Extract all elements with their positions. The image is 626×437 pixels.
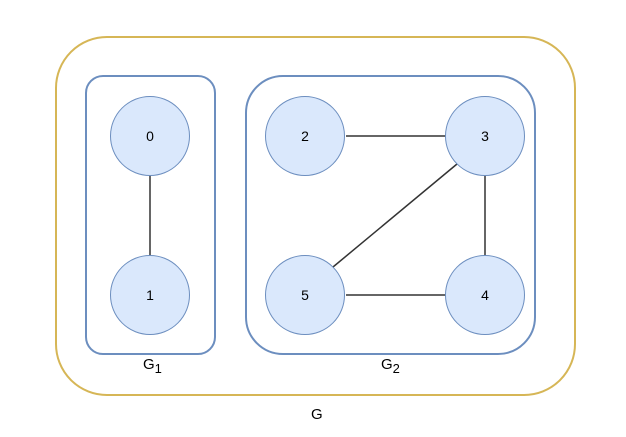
- node-4-label: 4: [481, 287, 489, 303]
- node-2-label: 2: [301, 128, 309, 144]
- group-g2-label: G2: [381, 356, 400, 376]
- group-g2-label-subscript: 2: [392, 361, 400, 376]
- edge-3-5: [332, 163, 458, 268]
- group-g2-label-base: G: [381, 356, 393, 373]
- group-g-label: G: [311, 406, 323, 423]
- group-g2-container: [245, 75, 536, 355]
- node-4: 4: [445, 255, 525, 335]
- node-5-label: 5: [301, 287, 309, 303]
- node-3: 3: [445, 96, 525, 176]
- group-g1-label-subscript: 1: [154, 361, 162, 376]
- node-3-label: 3: [481, 128, 489, 144]
- group-g1-label: G1: [143, 356, 162, 376]
- group-g1-container: [85, 75, 216, 355]
- node-1-label: 1: [146, 287, 154, 303]
- node-0-label: 0: [146, 128, 154, 144]
- node-5: 5: [265, 255, 345, 335]
- group-g-outer-container: [55, 36, 576, 396]
- node-2: 2: [265, 96, 345, 176]
- group-g1-label-base: G: [143, 356, 155, 373]
- node-1: 1: [110, 255, 190, 335]
- node-0: 0: [110, 96, 190, 176]
